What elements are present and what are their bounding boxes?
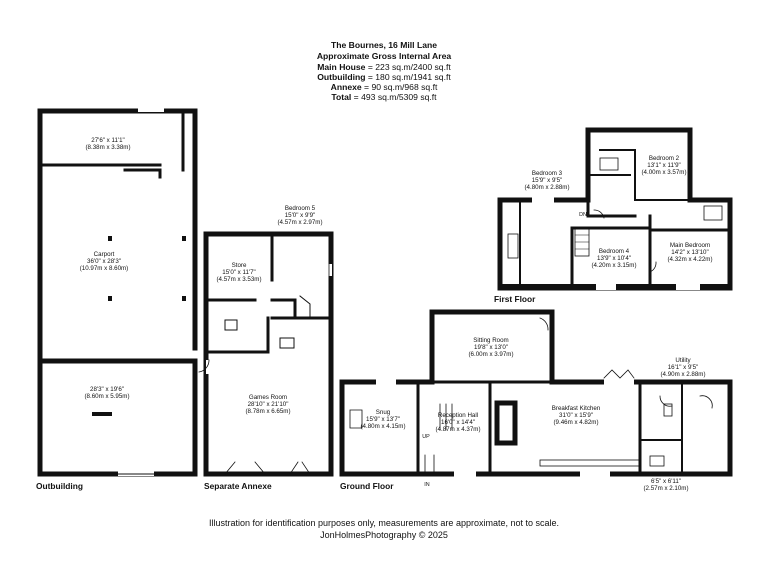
floor-label-outbuilding: Outbuilding	[36, 481, 83, 491]
room-outbuilding-lower: 28'3" x 19'6"(8.60m x 5.95m)	[84, 386, 130, 401]
area-outbuilding: Outbuilding = 180 sq.m/1941 sq.ft	[317, 72, 451, 82]
entrance-marker: IN	[424, 482, 430, 488]
disclaimer-text: Illustration for identification purposes…	[208, 518, 559, 528]
outbuilding-plan	[37, 108, 198, 477]
first-floor-plan	[497, 127, 733, 291]
floor-label-ground: Ground Floor	[340, 481, 394, 491]
property-title: The Bournes, 16 Mill Lane	[330, 40, 437, 50]
ground-floor-plan	[339, 309, 733, 478]
annexe-plan	[198, 231, 334, 477]
floor-label-first: First Floor	[494, 294, 536, 304]
area-total: Total = 493 sq.m/5309 sq.ft	[331, 92, 437, 102]
floor-label-annexe: Separate Annexe	[204, 481, 272, 491]
area-subtitle: Approximate Gross Internal Area	[316, 51, 452, 61]
stairs-up-marker: UP	[422, 434, 430, 440]
area-annexe: Annexe = 90 sq.m/968 sq.ft	[330, 82, 438, 92]
room-side: 6'5" x 6'11"(2.57m x 2.10m)	[643, 478, 689, 493]
credit-text: JonHolmesPhotography © 2025	[320, 530, 448, 540]
area-main-house: Main House = 223 sq.m/2400 sq.ft	[317, 62, 451, 72]
room-outbuilding-top: 27'6" x 11'1"(8.38m x 3.38m)	[85, 137, 131, 152]
stairs-down-marker: DN	[579, 212, 587, 218]
